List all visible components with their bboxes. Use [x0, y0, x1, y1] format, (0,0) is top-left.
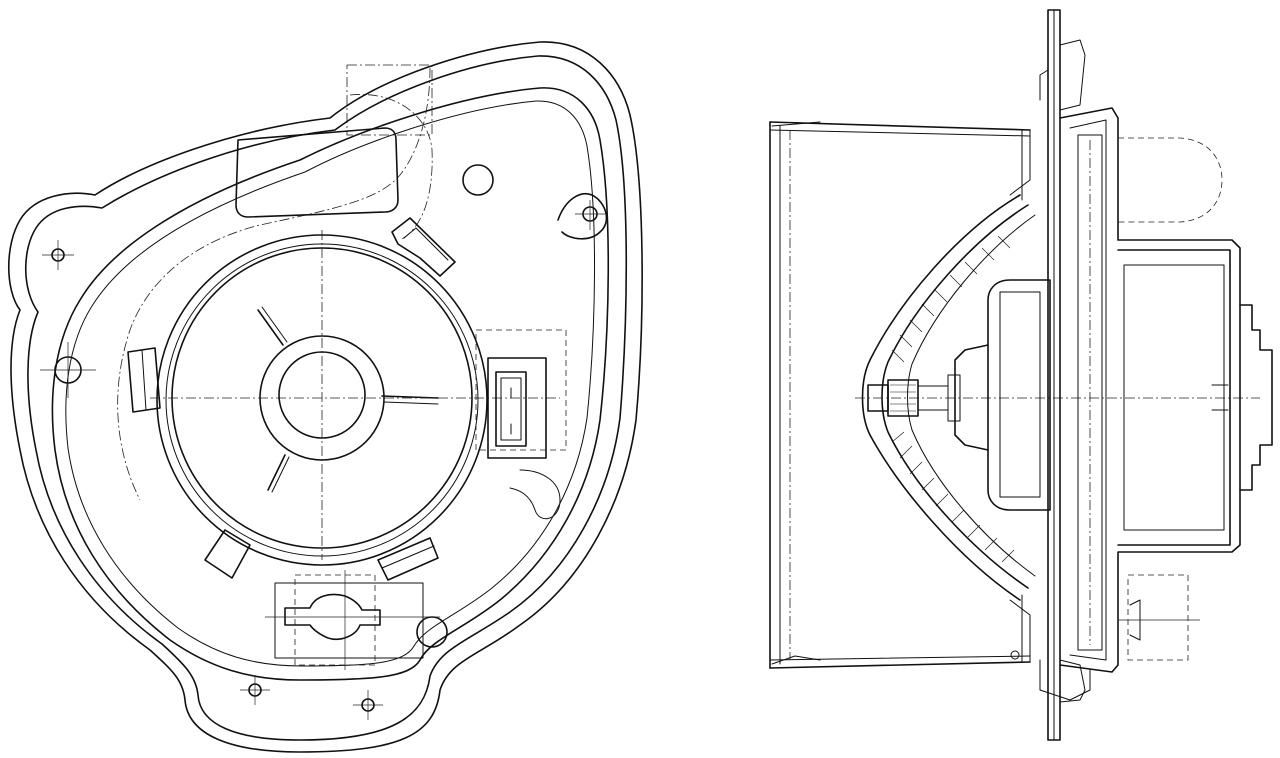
rear-motor-can: [1117, 249, 1231, 546]
housing-outer-outline: [7, 41, 643, 753]
hub-hatching: [891, 235, 1015, 563]
mounting-hole-top-right: [462, 164, 494, 196]
top-tab-hidden: [346, 64, 433, 136]
spoke-lower: [267, 454, 286, 491]
clip-left: [127, 347, 161, 413]
connector-slot: [495, 371, 527, 447]
impeller-hub-outer: [861, 194, 1021, 601]
connector-housing: [487, 357, 547, 459]
motor-front-boss: [954, 344, 989, 451]
intake-boss: [235, 127, 399, 218]
clip-top-right: [391, 217, 456, 277]
housing-flange-line: [24, 55, 628, 741]
rear-end-cap: [1239, 304, 1273, 491]
motor-body-side: [987, 279, 1051, 511]
housing-cup: [1059, 107, 1241, 673]
wheel-bottom-edge: [769, 661, 1031, 669]
hidden-outline-right: [349, 94, 433, 241]
hidden-outline: [117, 67, 431, 501]
connector-latch: [509, 469, 561, 520]
mounting-hole-bottom-right: [416, 616, 448, 648]
front-view: [7, 41, 643, 753]
spoke-upper: [257, 309, 284, 346]
wheel-top-edge: [769, 121, 1031, 131]
clip-bottom-right: [377, 537, 439, 581]
ear-top-right: [557, 193, 608, 240]
cooling-tube-frame: [274, 582, 424, 659]
cooling-dome-hidden: [1118, 137, 1223, 223]
side-view: [769, 9, 1273, 741]
clip-bottom-left: [204, 529, 251, 579]
scroll-outline-inner: [65, 100, 596, 667]
connector-housing-hidden: [475, 329, 567, 451]
cooling-tube-hidden: [1127, 574, 1189, 661]
scroll-outline: [51, 87, 610, 681]
cooling-tube: [284, 593, 381, 641]
